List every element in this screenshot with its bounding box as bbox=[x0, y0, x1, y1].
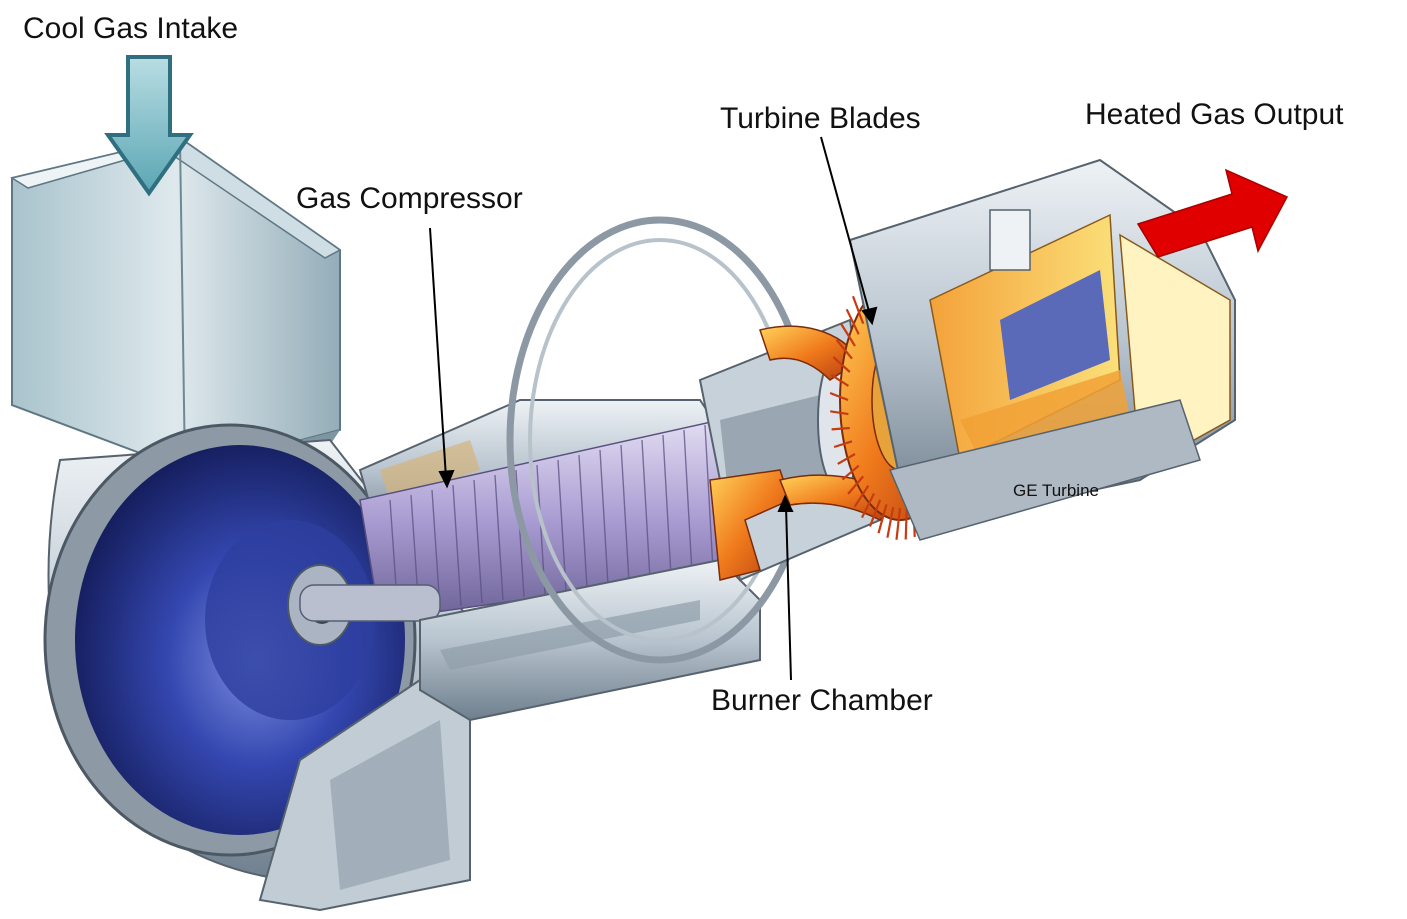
turbine-blade bbox=[832, 428, 850, 429]
turbine-blade bbox=[906, 507, 907, 539]
inlet-duct bbox=[12, 138, 340, 482]
turbine-blades-label: Turbine Blades bbox=[720, 102, 921, 136]
output-label: Heated Gas Output bbox=[1085, 98, 1344, 132]
burner-label: Burner Chamber bbox=[711, 684, 933, 718]
ge-turbine-label: GE Turbine bbox=[1013, 481, 1099, 501]
compressor-label: Gas Compressor bbox=[296, 182, 523, 216]
intake-label: Cool Gas Intake bbox=[23, 12, 238, 46]
turbine-blades-leader-line bbox=[821, 137, 870, 315]
